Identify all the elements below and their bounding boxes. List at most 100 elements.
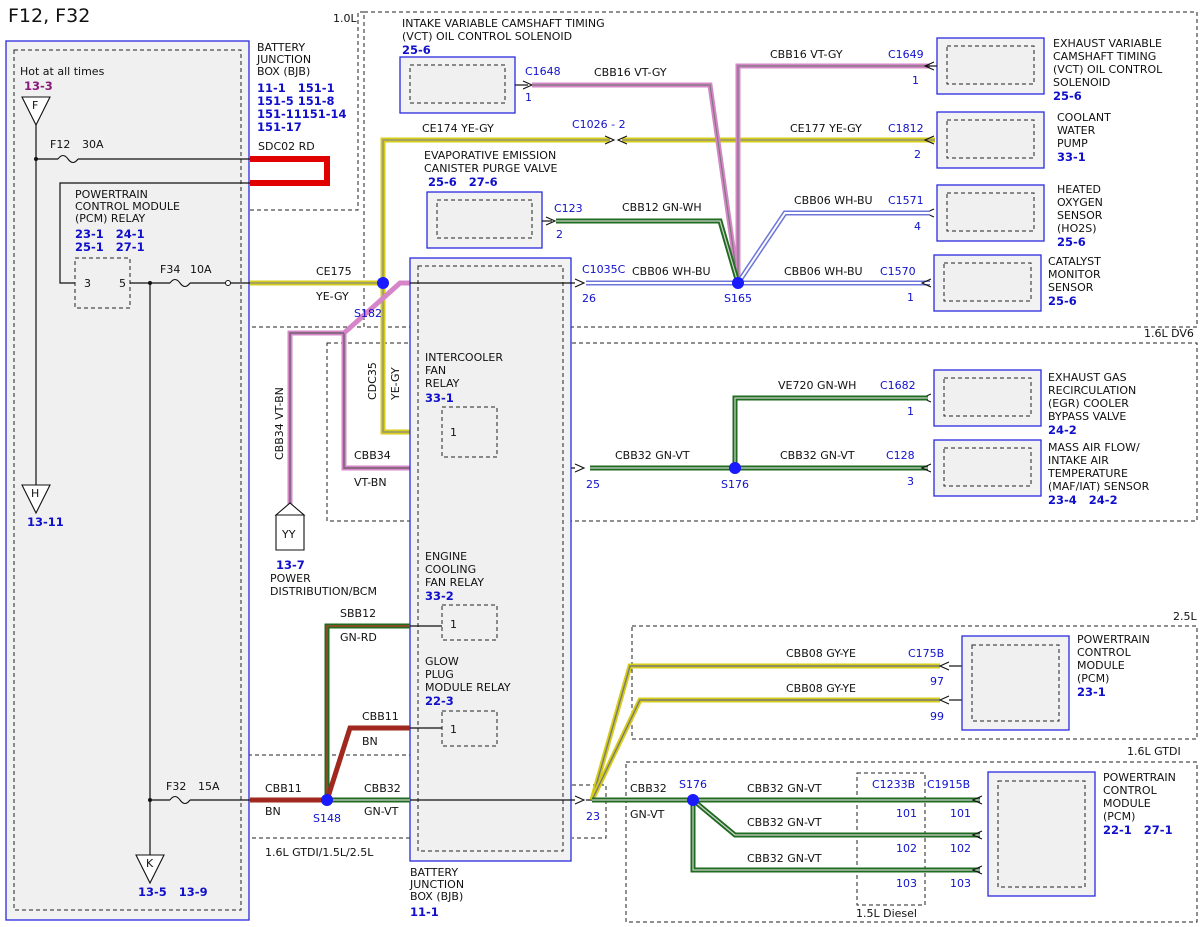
connector-h (21, 484, 51, 515)
pcm-gtdi-pin101-arrow-icon (971, 795, 983, 805)
wire-cbb32-f-core (692, 799, 980, 836)
connector-f (21, 96, 51, 127)
wire-cbb08-a-core (591, 665, 940, 801)
pcm-25-label-4: (PCM) (1077, 672, 1109, 685)
pcm-gtdi-label-1: POWERTRAIN (1103, 771, 1176, 784)
connector-h-label: H (31, 487, 39, 500)
pcm-relay-ref-1[interactable]: 23-1 24-1 (75, 227, 145, 241)
bjb-main-ref[interactable]: 11-1 (410, 905, 439, 919)
wire-cbb08-b-core (591, 699, 940, 801)
maf-label-4: (MAF/IAT) SENSOR (1048, 480, 1150, 493)
evap-ref[interactable]: 25-6 27-6 (428, 175, 498, 189)
c1233b-pin-102: 102 (896, 842, 917, 855)
bjb-top-label-2: JUNCTION (256, 53, 311, 66)
bjb-top-ref-1: 11-1 151-1 (257, 81, 335, 95)
splice-s165 (732, 277, 744, 289)
zone-1-6l-dv6-box (326, 342, 1198, 522)
pcm-25-ref[interactable]: 23-1 (1077, 685, 1106, 699)
wire-ce174-label: CE174 YE-GY (422, 122, 494, 135)
wire-ce174-core (382, 139, 610, 283)
c1915b-label[interactable]: C1915B (927, 778, 970, 791)
c1035c-label[interactable]: C1035C (582, 263, 626, 276)
wire-cbb12-core (556, 220, 739, 284)
fuse-f34-label: F34 (160, 263, 180, 276)
splice-s176-b-label: S176 (679, 778, 707, 791)
wire-sbb12-color: GN-RD (340, 631, 377, 644)
c1812-label[interactable]: C1812 (888, 122, 924, 135)
exhaust-vct-ref[interactable]: 25-6 (1053, 89, 1082, 103)
zone-diesel-label: 1.5L Diesel (856, 907, 917, 920)
c1026-label[interactable]: C1026 - 2 (572, 118, 626, 131)
bjb-main-label-1: BATTERY (410, 866, 458, 879)
page-title: F12, F32 (8, 5, 90, 27)
c1648-label[interactable]: C1648 (525, 65, 561, 78)
wire-cbb06-a-core (737, 212, 930, 284)
hot-ref[interactable]: 13-3 (24, 79, 53, 93)
maf-ref[interactable]: 23-4 24-2 (1048, 493, 1118, 507)
c175b-label[interactable]: C175B (908, 647, 944, 660)
maf-label-1: MASS AIR FLOW/ (1048, 441, 1140, 454)
evap-label: EVAPORATIVE EMISSION CANISTER PURGE VALV… (424, 149, 558, 189)
pcm-gtdi-ref[interactable]: 22-1 27-1 (1103, 823, 1173, 837)
wire-cbb11-b-label: CBB11 (362, 710, 399, 723)
c1682-label[interactable]: C1682 (880, 379, 916, 392)
coolant-pump-inner (946, 119, 1035, 159)
power-dist-label-1: POWER (270, 572, 311, 585)
pcm-relay-label-2: CONTROL MODULE (75, 200, 180, 213)
evap-label-2: CANISTER PURGE VALVE (424, 162, 558, 175)
pcm25-pin99: 99 (930, 710, 944, 723)
wire-cbb06-a-label: CBB06 WH-BU (794, 194, 873, 207)
pcm-relay-label-3: (PCM) RELAY (75, 212, 146, 225)
c1648-pin: 1 (525, 91, 532, 104)
wire-sdc02 (250, 156, 330, 186)
ecf-ref[interactable]: 33-2 (425, 589, 454, 603)
wire-cbb11-a-label: CBB11 (265, 782, 302, 795)
c123-label[interactable]: C123 (554, 202, 583, 215)
intake-vct-ref[interactable]: 25-6 (402, 43, 431, 57)
c1649-label[interactable]: C1649 (888, 48, 924, 61)
c128-label[interactable]: C128 (886, 449, 915, 462)
wire-cbb16-a-label: CBB16 VT-GY (594, 66, 667, 79)
ho2s-ref[interactable]: 25-6 (1057, 235, 1086, 249)
pcm-relay-ref-2[interactable]: 25-1 27-1 (75, 240, 145, 254)
bjb-top-label-1: BATTERY (257, 41, 305, 54)
pcm-gtdi-inner (997, 780, 1086, 888)
intercooler-label-1: INTERCOOLER (425, 351, 503, 364)
ecf-relay-box (441, 604, 498, 641)
maf-arrow-icon (920, 463, 932, 473)
catalyst-label-1: CATALYST (1048, 255, 1101, 268)
wire-cbb32-d-color: GN-VT (630, 808, 665, 821)
ho2s-label: HEATED OXYGEN SENSOR (HO2S) 25-6 (1057, 183, 1103, 249)
power-dist-ref[interactable]: 13-7 (276, 558, 305, 572)
hot-at-all-times: Hot at all times (20, 65, 105, 78)
connector-k-ref[interactable]: 13-5 13-9 (138, 885, 208, 899)
pcm-25-label-2: CONTROL (1077, 646, 1132, 659)
c1571-label[interactable]: C1571 (888, 194, 924, 207)
splice-s148 (321, 794, 333, 806)
wire-cbb16-b (735, 63, 930, 283)
catalyst-ref[interactable]: 25-6 (1048, 294, 1077, 308)
fuse-f12-icon (57, 154, 79, 164)
connector-h-ref[interactable]: 13-11 (27, 515, 64, 529)
c1233b-pin-103: 103 (896, 877, 917, 890)
c1570-label[interactable]: C1570 (880, 265, 916, 278)
pcm-25-inner (971, 644, 1060, 722)
catalyst-inner (943, 262, 1032, 302)
wire-ve720-label: VE720 GN-WH (778, 379, 856, 392)
coolant-pump-label-1: COOLANT (1057, 111, 1111, 124)
bjb-top-inner (13, 49, 242, 911)
pin26-label: 26 (582, 292, 596, 305)
c1233b-label[interactable]: C1233B (872, 778, 915, 791)
intercooler-ref[interactable]: 33-1 (425, 391, 454, 405)
exhaust-vct-label-4: SOLENOID (1053, 76, 1110, 89)
egr-ref[interactable]: 24-2 (1048, 423, 1077, 437)
catalyst-label: CATALYST MONITOR SENSOR 25-6 (1048, 255, 1101, 308)
coolant-pump-ref[interactable]: 33-1 (1057, 150, 1086, 164)
wire-cbb32-c-color: GN-VT (364, 805, 399, 818)
glow-ref[interactable]: 22-3 (425, 694, 454, 708)
fuse-f12-label: F12 (50, 138, 70, 151)
intake-vct-inner (409, 64, 506, 104)
wire-cbb32-c-label: CBB32 (364, 782, 401, 795)
wire-cdc35-label: CDC35 (366, 362, 379, 400)
wire-cbb32-d-label: CBB32 (630, 782, 667, 795)
